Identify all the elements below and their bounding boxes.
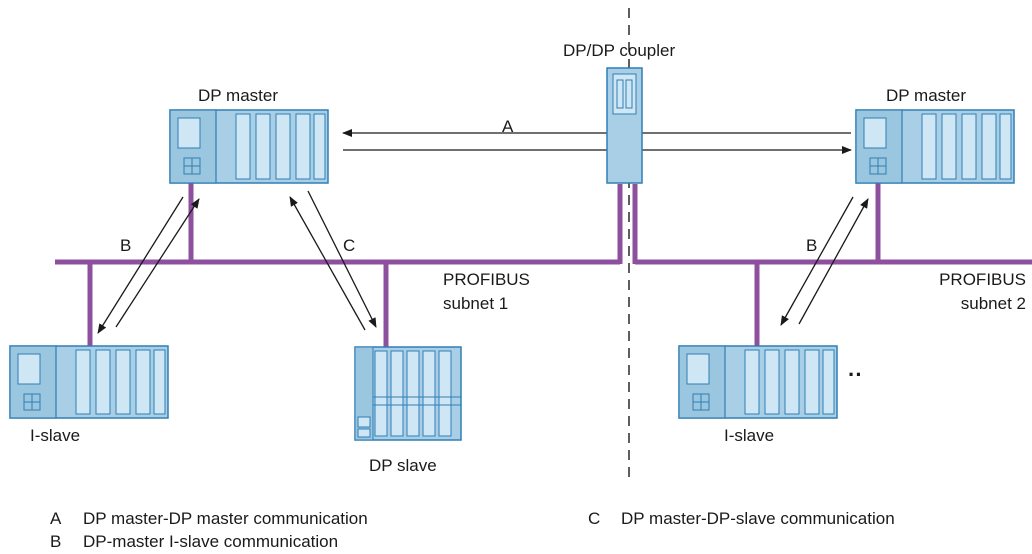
link-c-label: C (343, 236, 355, 255)
legend-a-key: A (50, 509, 62, 528)
profibus-subnet-2-bus (632, 183, 1032, 346)
dp-master-right-device (855, 109, 1015, 184)
dp-slave-label: DP slave (369, 456, 437, 475)
link-b-left-label: B (120, 236, 131, 255)
i-slave-right-label: I-slave (724, 426, 774, 445)
legend-b-text: DP-master I-slave communication (83, 532, 338, 551)
legend: A DP master-DP master communication B DP… (50, 509, 895, 551)
arrow-b-right (780, 196, 869, 326)
arrow-c (289, 190, 377, 331)
subnet2-label-line1: PROFIBUS (939, 270, 1026, 289)
link-a-label: A (502, 117, 514, 136)
subnet1-label-line2: subnet 1 (443, 294, 508, 313)
dp-slave-device (354, 346, 462, 441)
dp-master-left-label: DP master (198, 86, 278, 105)
legend-c-key: C (588, 509, 600, 528)
subnet2-label-line2: subnet 2 (961, 294, 1026, 313)
dp-master-left-device (169, 109, 329, 184)
i-slave-right-device (678, 345, 838, 419)
dp-dp-coupler-device (606, 67, 643, 184)
dp-master-right-label: DP master (886, 86, 966, 105)
subnet1-label-line1: PROFIBUS (443, 270, 530, 289)
legend-b-key: B (50, 532, 61, 551)
arrow-a (342, 129, 852, 154)
arrow-b-left (97, 196, 200, 334)
coupler-label: DP/DP coupler (563, 41, 675, 60)
i-slave-left-device (9, 345, 169, 419)
more-devices-dots: ·· (848, 362, 863, 387)
legend-a-text: DP master-DP master communication (83, 509, 368, 528)
i-slave-left-label: I-slave (30, 426, 80, 445)
legend-c-text: DP master-DP-slave communication (621, 509, 895, 528)
link-b-right-label: B (806, 236, 817, 255)
profibus-subnet-1-bus (55, 183, 623, 347)
